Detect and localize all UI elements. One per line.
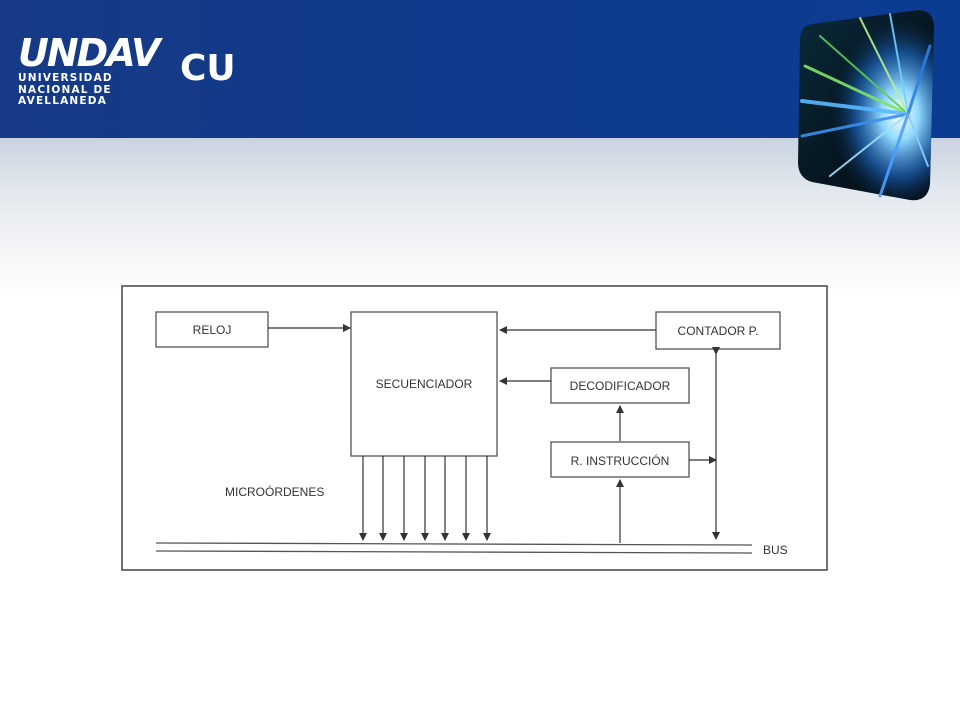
microordenes-label: MICROÓRDENES bbox=[225, 484, 324, 499]
logo-line-3: AVELLANEDA bbox=[18, 95, 108, 107]
light-rays-decoration bbox=[798, 10, 934, 201]
contador-block: CONTADOR P. bbox=[655, 311, 781, 350]
bus-label: BUS bbox=[763, 543, 788, 557]
contador-label: CONTADOR P. bbox=[678, 324, 759, 338]
slide-title: CU bbox=[180, 48, 236, 89]
logo-text: UNIVERSIDAD NACIONAL DE AVELLANEDA bbox=[18, 72, 128, 108]
decodificador-block: DECODIFICADOR bbox=[550, 367, 690, 404]
university-logo: UNDAV UNIVERSIDAD NACIONAL DE AVELLANEDA bbox=[18, 31, 160, 108]
control-unit-diagram: RELOJ SECUENCIADOR CONTADOR P. DECODIFIC… bbox=[120, 284, 830, 584]
logo-mark: UNDAV bbox=[18, 31, 160, 75]
reloj-label: RELOJ bbox=[193, 323, 232, 337]
secuenciador-block: SECUENCIADOR bbox=[350, 311, 498, 457]
instruccion-label: R. INSTRUCCIÓN bbox=[571, 453, 670, 468]
logo-line-2: NACIONAL DE bbox=[18, 83, 112, 96]
decodificador-label: DECODIFICADOR bbox=[570, 379, 671, 393]
reloj-block: RELOJ bbox=[155, 311, 269, 348]
logo-line-1: UNIVERSIDAD bbox=[18, 72, 113, 84]
instruccion-block: R. INSTRUCCIÓN bbox=[550, 441, 690, 478]
bus-lines bbox=[155, 542, 753, 554]
secuenciador-label: SECUENCIADOR bbox=[376, 377, 473, 391]
